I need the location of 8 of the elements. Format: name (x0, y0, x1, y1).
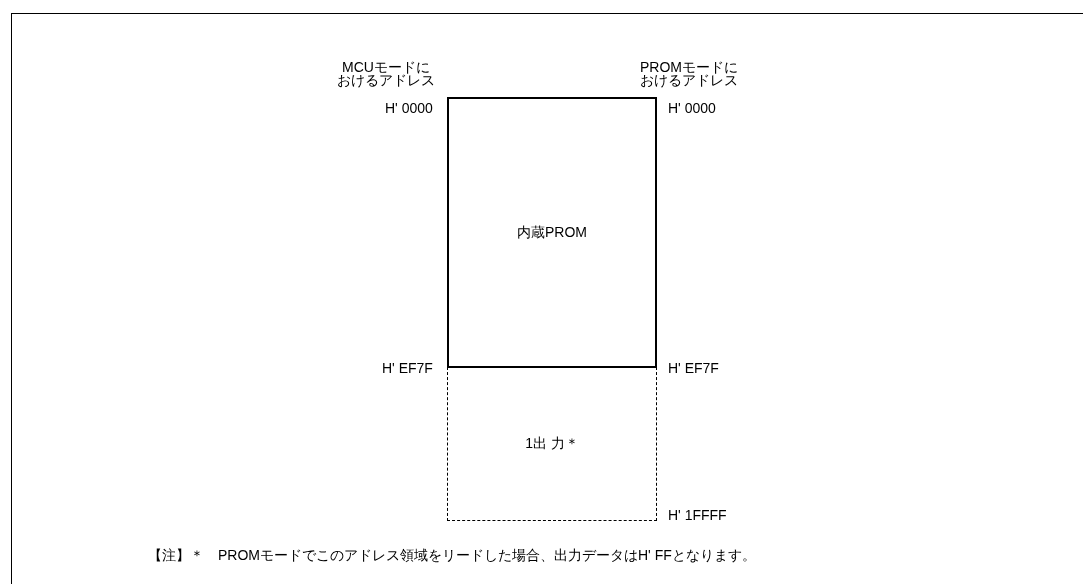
footnote: 【注】＊ PROMモードでこのアドレス領域をリードした場合、出力データはH' FFとなります。 (148, 548, 756, 562)
address-label: H' EF7F (382, 361, 433, 375)
address-label: H' 0000 (385, 101, 433, 115)
column-heading: PROMモードにおけるアドレス (640, 61, 738, 87)
memory-area-box: 1出 力＊ (447, 367, 657, 521)
column-heading: MCUモードにおけるアドレス (337, 61, 435, 87)
memory-area-box: 内蔵PROM (447, 97, 657, 368)
address-label: H' EF7F (668, 361, 719, 375)
